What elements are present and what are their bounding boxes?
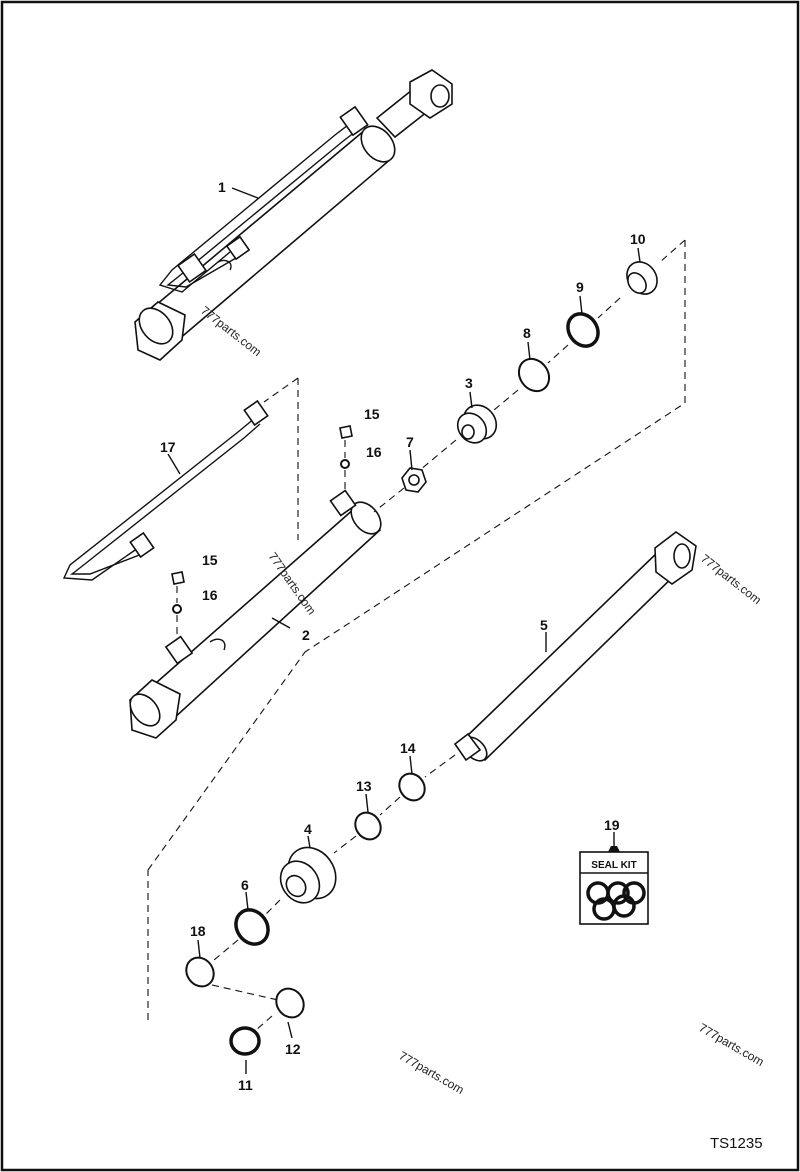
callout-12: 12	[285, 1041, 301, 1057]
callout-14: 14	[400, 740, 416, 756]
cylinder-assembly-part[interactable]	[132, 69, 453, 361]
o-ring-part-16-upper[interactable]	[340, 459, 350, 469]
callout-2: 2	[302, 627, 310, 643]
wear-ring-part[interactable]	[513, 353, 555, 397]
cylinder-barrel-part[interactable]	[124, 489, 387, 739]
seal-part-6[interactable]	[229, 904, 274, 951]
callout-16-upper: 16	[366, 444, 382, 460]
head-part[interactable]	[452, 399, 503, 449]
piston-part[interactable]	[273, 838, 346, 910]
ring-part-18[interactable]	[181, 952, 220, 991]
drawing-reference: TS1235	[710, 1135, 763, 1152]
callout-17: 17	[160, 439, 176, 455]
callout-10: 10	[630, 231, 646, 247]
watermark-4: 777parts.com	[697, 1020, 767, 1068]
callout-18: 18	[190, 923, 206, 939]
ring-part-14[interactable]	[394, 769, 430, 806]
seal-kit-box[interactable]: SEAL KIT	[579, 846, 649, 925]
callout-7: 7	[406, 434, 414, 450]
callout-9: 9	[576, 279, 584, 295]
wiper-part[interactable]	[621, 256, 663, 300]
ring-part-13[interactable]	[350, 808, 386, 845]
nut-part[interactable]	[401, 467, 427, 493]
o-ring-part-9[interactable]	[562, 308, 604, 352]
callout-5: 5	[540, 617, 548, 633]
seal-kit-label: SEAL KIT	[591, 860, 636, 871]
plug-part-upper[interactable]	[339, 425, 353, 439]
watermark-1: 777parts.com	[198, 303, 264, 359]
watermark-3: 777parts.com	[698, 551, 764, 607]
callout-19: 19	[604, 817, 620, 833]
tube-part[interactable]	[62, 399, 269, 581]
callout-13: 13	[356, 778, 372, 794]
watermark-5: 777parts.com	[397, 1048, 467, 1096]
callout-15-lower: 15	[202, 552, 218, 568]
callout-3: 3	[465, 375, 473, 391]
leader-lines	[167, 187, 641, 1074]
callout-8: 8	[523, 325, 531, 341]
assembly-lines	[147, 239, 686, 1031]
callout-4: 4	[304, 821, 312, 837]
rod-part[interactable]	[453, 531, 697, 765]
callout-6: 6	[241, 877, 249, 893]
o-ring-part-16-lower[interactable]	[172, 604, 182, 614]
callout-16-lower: 16	[202, 587, 218, 603]
o-ring-part-11[interactable]	[229, 1026, 261, 1056]
callout-15-upper: 15	[364, 406, 380, 422]
callout-11: 11	[238, 1077, 253, 1093]
backup-ring-part-12[interactable]	[271, 983, 310, 1022]
plug-part-lower[interactable]	[171, 571, 185, 585]
callout-1: 1	[218, 179, 226, 195]
